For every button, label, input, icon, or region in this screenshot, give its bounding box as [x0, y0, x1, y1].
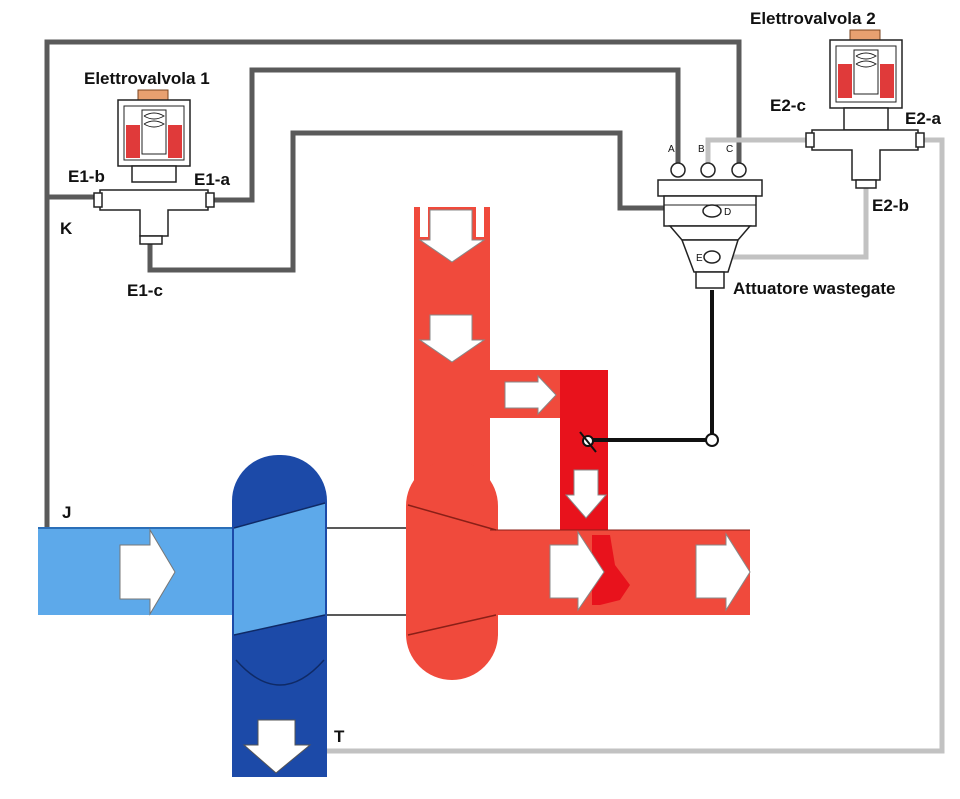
e2b-label: E2-b: [872, 196, 909, 215]
wastegate-down-arrow: [564, 469, 608, 519]
dark-hoses: [44, 39, 742, 527]
node-k-label: K: [60, 219, 73, 238]
hose-e2c-to-port-b: [705, 137, 812, 172]
compressor-outlet-arrow: [242, 719, 312, 774]
bypass-right-arrow: [504, 374, 557, 416]
node-t-label: T: [334, 727, 345, 746]
node-j-label: J: [62, 503, 71, 522]
hose-e1a-to-port-a: [208, 67, 681, 203]
compressor: [232, 455, 327, 777]
solenoid-valve-1: [93, 89, 215, 245]
actuator-label: Attuatore wastegate: [733, 279, 895, 298]
hose-j-to-port-c: [44, 39, 742, 527]
port-c-label: C: [726, 144, 733, 155]
exhaust-out-arrow-2: [695, 532, 751, 612]
port-b-label: B: [698, 144, 705, 155]
hose-e2b-to-port-e: [716, 188, 869, 260]
solenoid-valve-2: [805, 29, 925, 189]
e1b-label: E1-b: [68, 167, 105, 186]
intake-flow-arrow: [119, 528, 176, 616]
intake-pipe: [38, 527, 420, 616]
port-d-label: D: [724, 207, 731, 218]
hose-e1c-to-port-d: [147, 130, 700, 273]
exhaust-out-arrow-1: [549, 530, 605, 612]
wastegate-linkage: [579, 290, 719, 453]
port-a-label: A: [668, 144, 675, 155]
port-e-label: E: [696, 253, 703, 264]
exhaust-manifold: [406, 207, 751, 680]
wastegate-actuator: [657, 162, 763, 289]
exhaust-down-arrow: [418, 314, 486, 363]
valve-2-label: Elettrovalvola 2: [750, 9, 876, 28]
e2c-label: E2-c: [770, 96, 806, 115]
e1c-label: E1-c: [127, 281, 163, 300]
exhaust-inlet-arrow: [418, 209, 486, 263]
hose-e2a-to-t: [320, 137, 945, 754]
light-hoses: [320, 137, 945, 754]
e2a-label: E2-a: [905, 109, 941, 128]
valve-1-label: Elettrovalvola 1: [84, 69, 210, 88]
e1a-label: E1-a: [194, 170, 230, 189]
